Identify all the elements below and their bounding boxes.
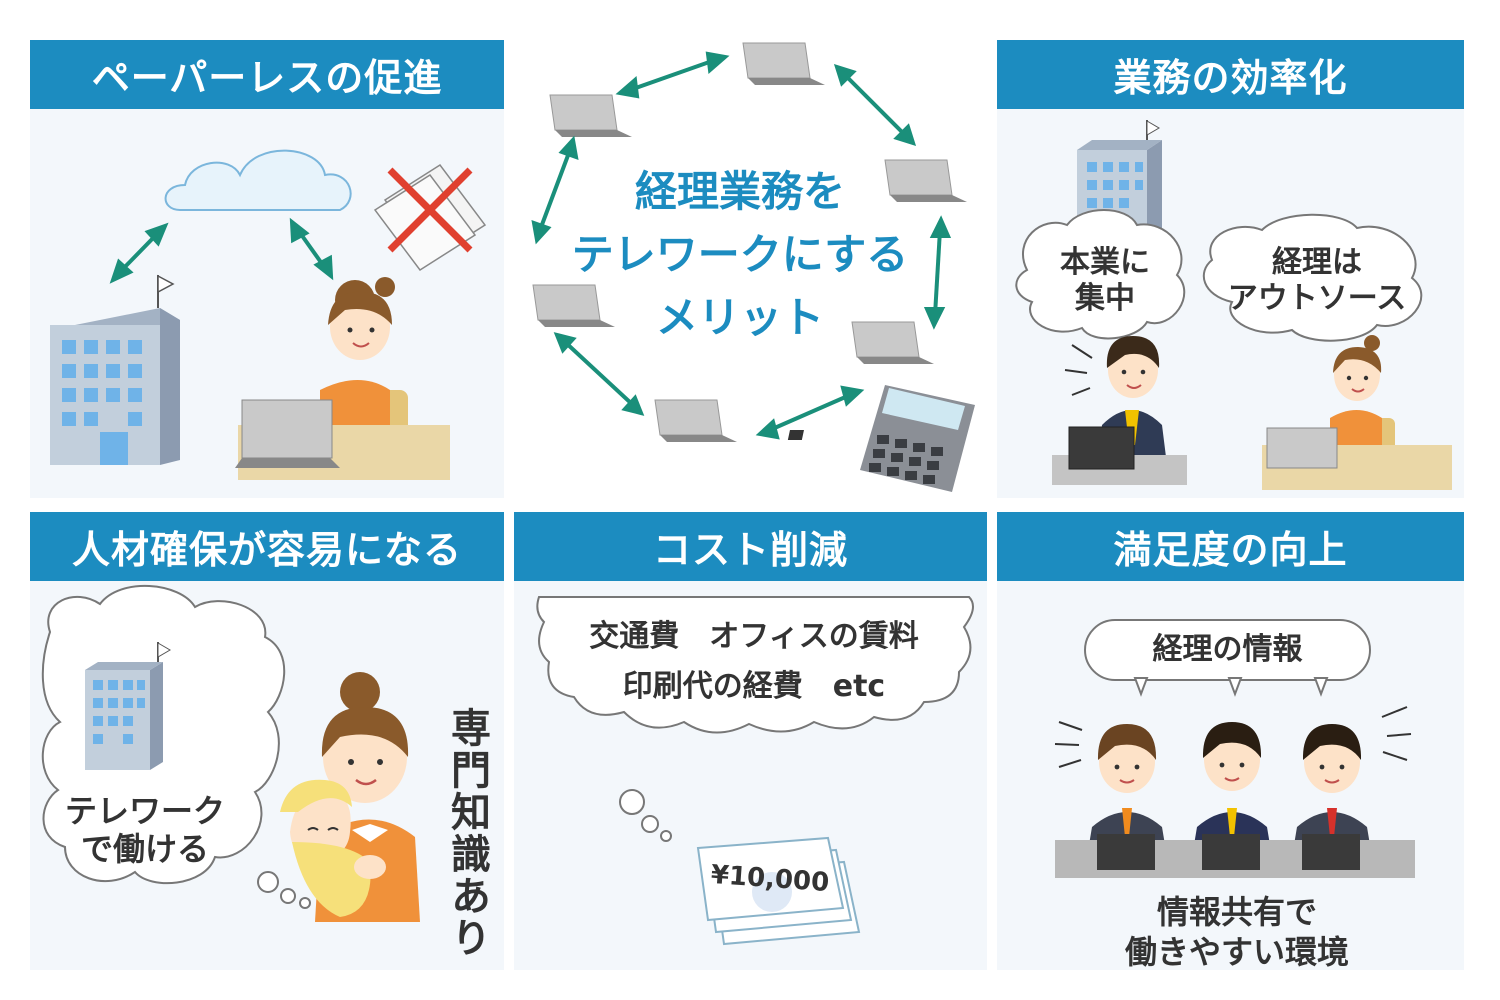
laptop-icon — [654, 399, 737, 442]
banknote-icon — [696, 836, 861, 946]
panel-cost: コスト削減 交通費 オフィスの賃料 印刷代の経費 etc ¥10,000 — [514, 512, 987, 970]
caption-shared-info: 情報共有で 働きやすい環境 — [1057, 892, 1417, 970]
panel-paperless: ペーパーレスの促進 — [30, 40, 504, 498]
mother-with-baby-icon — [280, 672, 420, 922]
laptop-icon — [742, 42, 825, 85]
bubble-line: 経理は — [1272, 245, 1362, 280]
panel-title: 満足度の向上 — [997, 512, 1464, 581]
panel-efficiency: 業務の効率化 — [997, 40, 1464, 498]
three-businessmen-icon — [1055, 722, 1415, 878]
vertical-label-expertise: 専門知識あり — [444, 707, 490, 959]
panel-title: コスト削減 — [514, 512, 987, 581]
speech-bubble — [1084, 619, 1371, 697]
center-diagram — [515, 30, 985, 500]
woman-at-laptop-icon — [235, 277, 450, 480]
bubble-line: で働ける — [80, 830, 209, 869]
laptop-cycle — [531, 42, 975, 492]
office-building-icon — [85, 642, 171, 770]
thought-bubble — [536, 596, 974, 842]
center-title-line: 経理業務を — [634, 167, 845, 216]
office-building-icon — [50, 274, 180, 465]
laptop-icon — [851, 321, 934, 364]
center-title: 経理業務を テレワークにする メリット — [540, 160, 940, 349]
panel-title: ペーパーレスの促進 — [30, 40, 504, 109]
thought-bubble — [41, 585, 311, 909]
panel-talent: 人材確保が容易になる — [30, 512, 504, 970]
bubble-line: 集中 — [1075, 281, 1135, 316]
caption-line: 情報共有で — [1156, 893, 1317, 931]
bubble-line: テレワーク — [64, 792, 225, 830]
bubble-line: 印刷代の経費 etc — [622, 668, 886, 704]
bubble-text-info: 経理の情報 — [1152, 632, 1303, 667]
panel-title: 業務の効率化 — [997, 40, 1464, 109]
businessman-at-laptop-icon — [1052, 336, 1187, 485]
double-arrow-icon — [109, 217, 334, 284]
laptop-icon — [532, 284, 615, 327]
double-arrow-icon — [531, 51, 952, 440]
paper-crossed-icon — [373, 163, 487, 272]
emphasis-lines — [1054, 706, 1412, 768]
thought-bubble — [1015, 209, 1423, 342]
laptop-icon — [549, 94, 632, 137]
calculator-icon — [787, 385, 975, 492]
panel-satisfaction: 満足度の向上 — [997, 512, 1464, 970]
laptop-icon — [884, 159, 967, 202]
bubble-text-outsource: 経理は アウトソース — [1212, 245, 1422, 317]
bubble-text-focus: 本業に 集中 — [1035, 245, 1175, 317]
panel-title: 人材確保が容易になる — [30, 512, 504, 581]
bubble-line: アウトソース — [1227, 281, 1407, 316]
center-title-line: テレワークにする — [571, 230, 909, 279]
cloud-icon — [164, 149, 352, 211]
bubble-text-telework: テレワーク で働ける — [40, 792, 250, 869]
bubble-text-costs: 交通費 オフィスの賃料 印刷代の経費 etc — [534, 612, 974, 711]
bubble-line: 交通費 オフィスの賃料 — [589, 619, 919, 654]
woman-at-laptop-icon — [1262, 335, 1452, 490]
center-title-line: メリット — [655, 293, 824, 342]
caption-line: 働きやすい環境 — [1124, 933, 1349, 970]
bubble-line: 本業に — [1060, 245, 1150, 280]
